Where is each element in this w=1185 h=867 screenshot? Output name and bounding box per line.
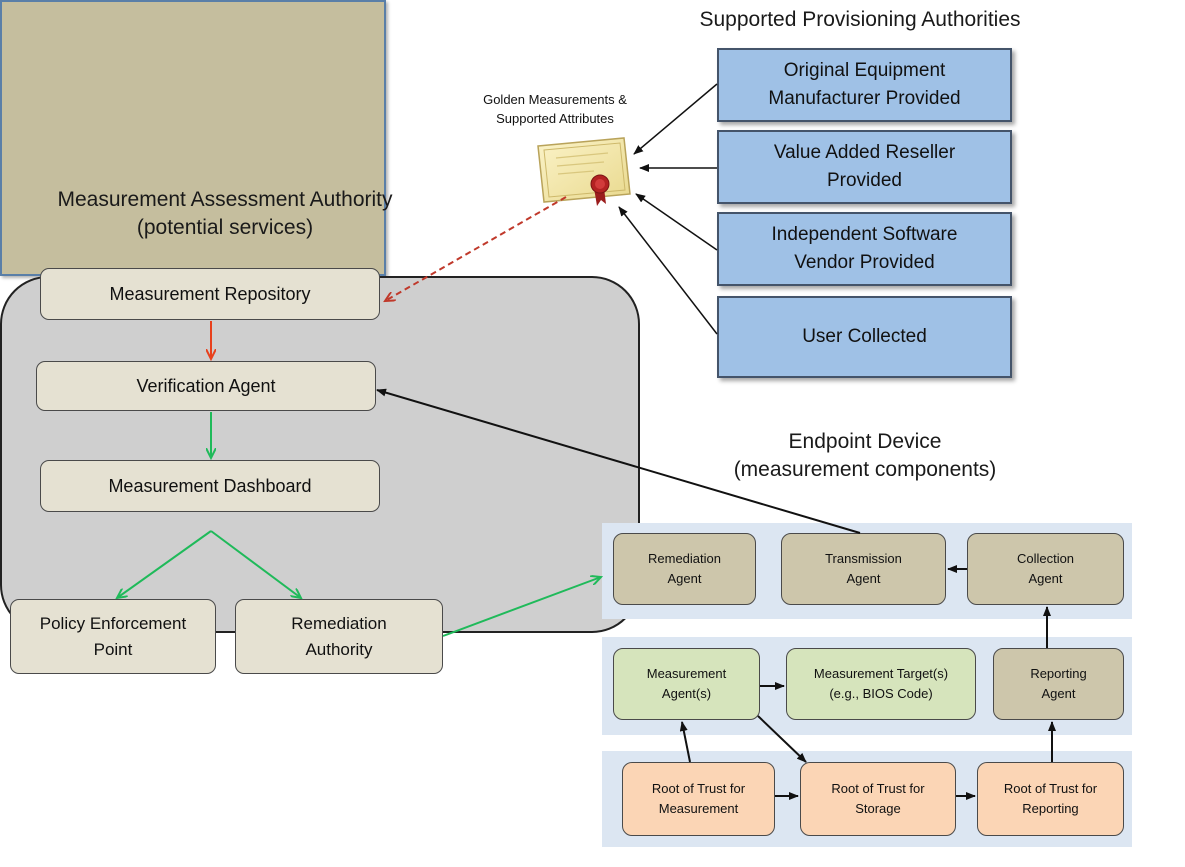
certificate-caption: Golden Measurements & Supported Attribut…	[483, 92, 627, 126]
policy-enforcement-point-box: Policy Enforcement Point	[10, 599, 216, 674]
rot-measurement-box: Root of Trust for Measurement	[622, 762, 775, 836]
agents-to-rot-storage-arrow	[757, 715, 807, 763]
remediation-authority-box: Remediation Authority	[235, 599, 443, 674]
oem-provided-box: Original Equipment Manufacturer Provided	[717, 48, 1012, 122]
maa-title: Measurement Assessment Authority (potent…	[10, 186, 440, 242]
isv-provided-box: Independent Software Vendor Provided	[717, 212, 1012, 286]
maa-to-pep-arrow	[117, 530, 212, 598]
measurement-agents-box: Measurement Agent(s)	[613, 648, 760, 720]
remediation-agent-box: Remediation Agent	[613, 533, 756, 605]
maa-panel	[0, 0, 386, 276]
collection-agent-box: Collection Agent	[967, 533, 1124, 605]
measurement-targets-box: Measurement Target(s) (e.g., BIOS Code)	[786, 648, 976, 720]
maa-title-line1: Measurement Assessment Authority	[57, 188, 393, 211]
certificate-to-repository-arrow	[385, 196, 567, 301]
transmission-to-verification-arrow	[376, 388, 861, 534]
rot-measurement-to-agents-arrow	[679, 721, 691, 763]
transmission-agent-box: Transmission Agent	[781, 533, 946, 605]
maa-title-line2: (potential services)	[136, 216, 314, 239]
maa-to-remediation-authority-arrow	[210, 530, 301, 598]
endpoint-title-line2: (measurement components)	[733, 458, 997, 481]
user-to-certificate-arrow	[618, 206, 718, 335]
certificate-icon	[537, 137, 631, 206]
measurement-repository-box: Measurement Repository	[40, 268, 380, 320]
endpoint-title: Endpoint Device (measurement components)	[690, 428, 1040, 484]
isv-to-certificate-arrow	[635, 193, 718, 251]
verification-agent-box: Verification Agent	[36, 361, 376, 411]
reporting-agent-box: Reporting Agent	[993, 648, 1124, 720]
remediation-authority-to-endpoint-arrow	[442, 577, 601, 637]
oem-to-certificate-arrow	[633, 83, 718, 155]
provisioning-title: Supported Provisioning Authorities	[699, 8, 1021, 31]
rot-storage-box: Root of Trust for Storage	[800, 762, 956, 836]
measurement-dashboard-box: Measurement Dashboard	[40, 460, 380, 512]
endpoint-title-line1: Endpoint Device	[788, 430, 942, 453]
var-provided-box: Value Added Reseller Provided	[717, 130, 1012, 204]
user-collected-box: User Collected	[717, 296, 1012, 378]
rot-reporting-box: Root of Trust for Reporting	[977, 762, 1124, 836]
